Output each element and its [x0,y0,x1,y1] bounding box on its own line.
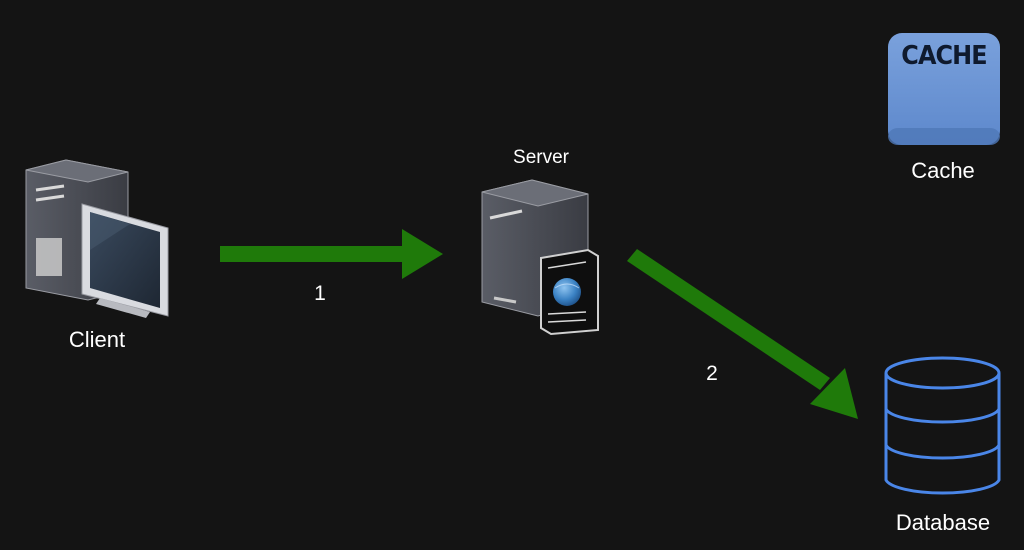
cache-icon-text: CACHE [901,41,987,71]
database-label: Database [895,510,991,535]
desktop-computer-icon[interactable] [25,159,169,318]
database-icon[interactable] [884,356,1001,495]
edge-label-2: 2 [706,362,718,385]
client-label: Client [68,327,126,352]
edge-arrow-2[interactable] [627,249,858,419]
server-label: Server [513,147,569,168]
cache-label: Cache [911,158,975,183]
edge-arrow-1[interactable] [220,229,443,279]
edge-label-1: 1 [314,282,326,305]
cache-icon[interactable] [888,33,1000,145]
web-server-icon[interactable] [481,179,599,336]
